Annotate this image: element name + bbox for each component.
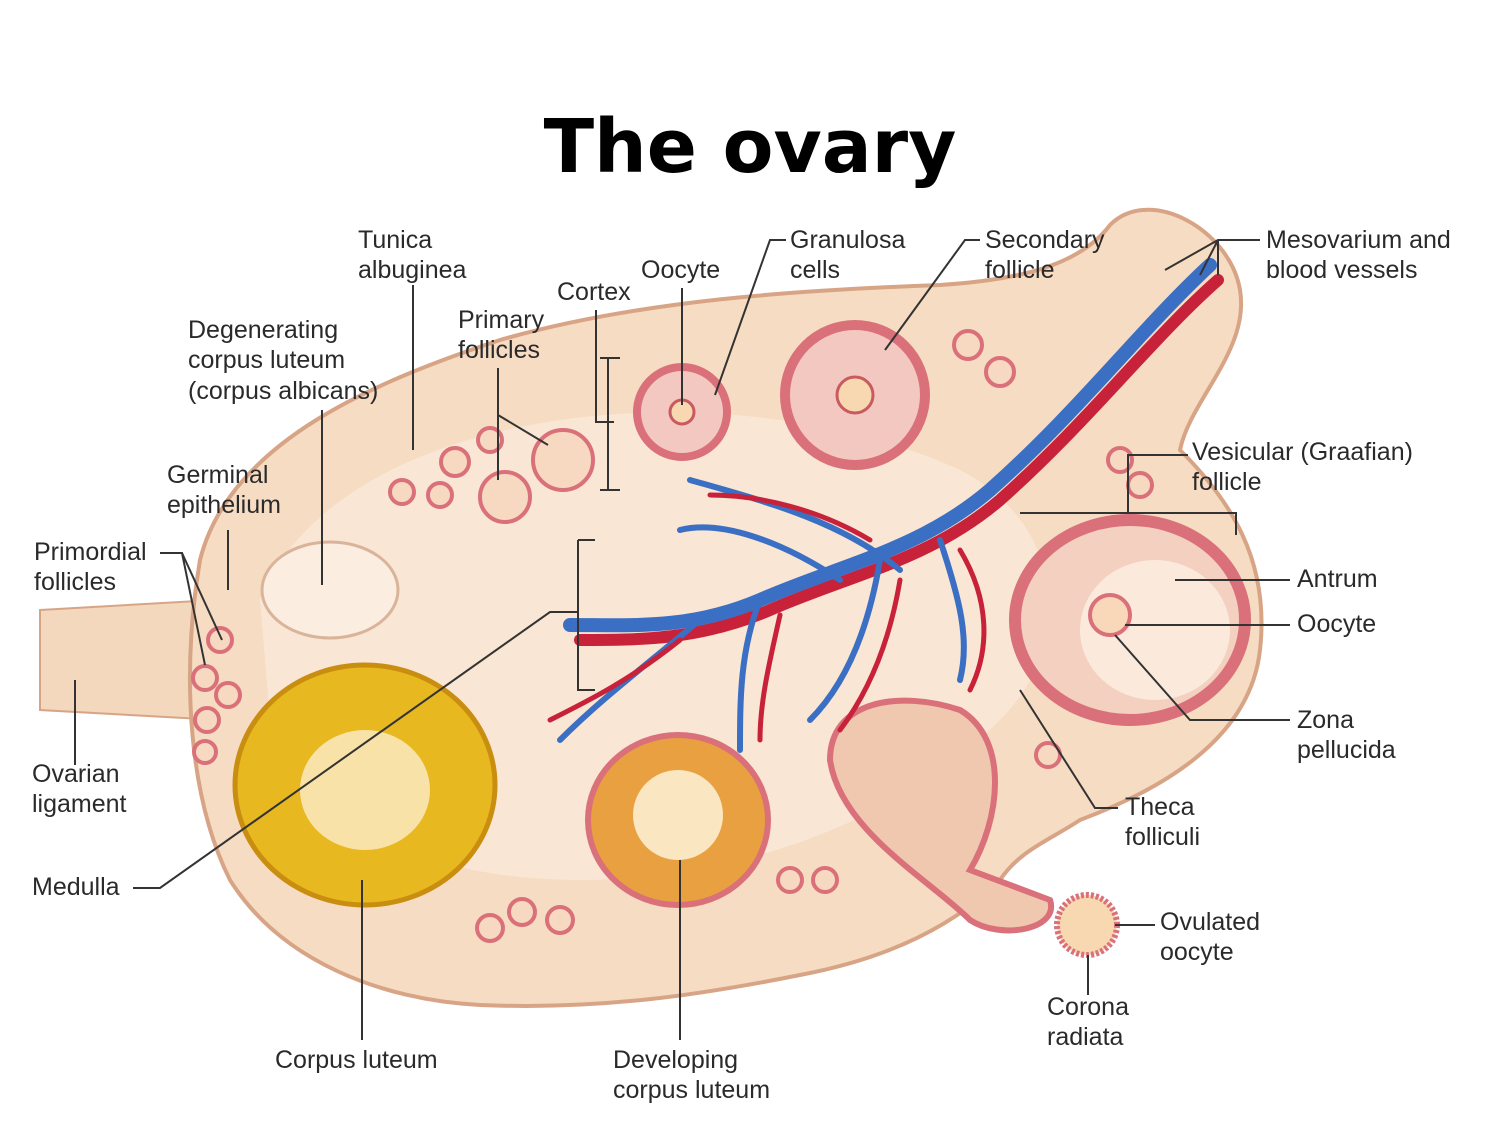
label-cortex: Cortex: [557, 278, 631, 306]
label-corpus-luteum: Corpus luteum: [275, 1046, 438, 1074]
diagram-title: The ovary: [544, 104, 957, 190]
label-oocyte-right: Oocyte: [1297, 610, 1376, 638]
ruptured-follicle: [826, 697, 1055, 934]
corpus-luteum-core: [300, 730, 430, 850]
secondary-oocyte: [835, 375, 875, 415]
developing-corpus-luteum-core: [633, 770, 723, 860]
label-antrum: Antrum: [1297, 565, 1378, 593]
oocyte: [1088, 593, 1132, 637]
label-oocyte-top: Oocyte: [641, 256, 720, 284]
blood-vessels: [547, 258, 1224, 753]
leader-lines: [74, 239, 1290, 1040]
corpus-albicans: [260, 540, 400, 640]
label-medulla: Medulla: [32, 873, 120, 901]
label-vesicular-follicle: Vesicular (Graafian)follicle: [1192, 438, 1413, 496]
ovulated-oocyte: [1054, 892, 1120, 958]
